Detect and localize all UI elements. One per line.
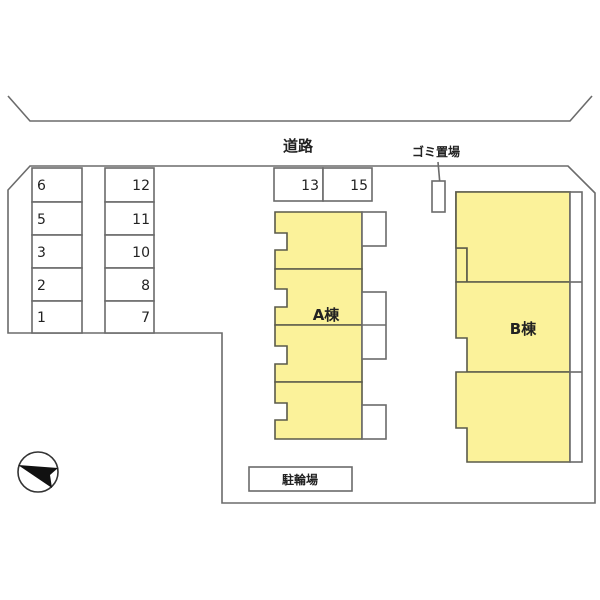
parking-space[interactable] [104,267,155,302]
parking-space[interactable] [104,201,155,236]
building-a-unit[interactable] [274,211,363,270]
building-b: B棟 [455,191,583,463]
parking-number: 3 [37,245,46,261]
road-edge [7,95,593,122]
garbage-area: ゴミ置場 [412,144,460,213]
building-a: A棟 [274,211,387,440]
building-b-unit[interactable] [455,371,571,463]
balcony [361,404,387,440]
building-a-unit[interactable] [274,381,363,440]
north-arrow-icon [17,451,59,493]
parking-space[interactable] [31,201,83,236]
parking-number: 5 [37,212,46,228]
parking-space[interactable] [273,167,324,202]
garbage-label: ゴミ置場 [412,144,460,159]
parking-top: 13 15 [273,167,373,202]
parking-space[interactable] [322,167,373,202]
building-a-unit[interactable] [274,324,363,383]
building-a-label: A棟 [313,306,341,324]
parking-number: 13 [301,178,319,194]
parking-number: 8 [141,278,150,294]
parking-column-right: 12 11 10 8 7 [104,167,155,334]
bicycle-parking-label: 駐輪場 [282,472,318,487]
building-a-unit[interactable] [274,268,363,326]
building-b-label: B棟 [510,320,537,338]
bicycle-parking: 駐輪場 [248,466,353,492]
parking-column-left: 6 5 3 2 1 [31,167,83,334]
parking-space[interactable] [104,234,155,269]
parking-number: 12 [132,178,150,194]
balcony [361,211,387,247]
parking-number: 6 [37,178,46,194]
parking-number: 1 [37,310,46,326]
building-b-unit[interactable] [455,191,571,283]
site-boundary [7,165,596,504]
parking-number: 10 [132,245,150,261]
parking-number: 7 [141,310,150,326]
parking-number: 11 [132,212,150,228]
parking-number: 2 [37,278,46,294]
parking-space[interactable] [104,300,155,334]
balcony [569,191,583,463]
garbage-station[interactable] [431,180,446,213]
parking-number: 15 [350,178,368,194]
bicycle-parking-area[interactable] [248,466,353,492]
road-label: 道路 [283,137,314,155]
parking-space[interactable] [31,300,83,334]
parking-space[interactable] [104,167,155,203]
